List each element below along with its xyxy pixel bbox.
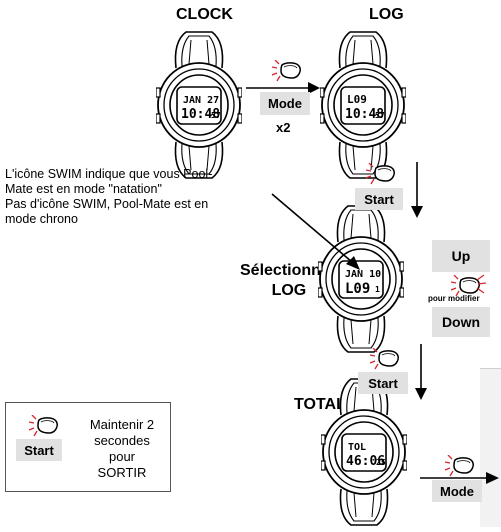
- watch-clock: JAN 27 10:48 57: [156, 30, 242, 180]
- legend-start-button[interactable]: Start: [16, 439, 62, 461]
- log-lcd-line1: L09: [347, 93, 367, 106]
- select-lcd-line1: JAN 10: [345, 269, 381, 280]
- select-log-title: Sélectionnez LOG: [240, 262, 338, 299]
- arrow-clock-to-log: [246, 82, 320, 94]
- swim-note-line3: Pas d'icône SWIM, Pool-Mate est en: [5, 197, 209, 211]
- arrow-totals-right: [420, 472, 499, 484]
- watch-select: JAN 10 L09 1: [318, 204, 404, 354]
- totals-lcd-line1: TOL: [348, 442, 366, 453]
- clock-lcd-line1: JAN 27: [183, 95, 219, 106]
- swim-note-line2: Mate est en mode "natation": [5, 182, 162, 196]
- log-lcd-seconds: 57: [375, 111, 385, 120]
- select-lcd-line2: L09: [345, 281, 370, 297]
- totals-lcd-line2: 46:06: [346, 454, 385, 469]
- press-icon-legend: [29, 415, 59, 437]
- mode-button-end[interactable]: Mode: [432, 480, 482, 502]
- mode-button[interactable]: Mode: [260, 92, 310, 115]
- legend-box: Start Maintenir 2 secondes pour SORTIR: [5, 402, 171, 492]
- return-loop-bracket: [480, 368, 501, 527]
- press-icon-start-1: [366, 163, 396, 185]
- log-title: LOG: [369, 6, 404, 23]
- legend-text: Maintenir 2 secondes pour SORTIR: [89, 417, 155, 480]
- clock-lcd-seconds: 57: [211, 111, 221, 120]
- watch-log: L09 10:48 57: [320, 30, 406, 180]
- swim-note-line1: L'icône SWIM indique que vous Pool-: [5, 167, 213, 181]
- watch-totals: TOL 46:06 25: [321, 377, 407, 527]
- down-button[interactable]: Down: [432, 307, 490, 337]
- start-button-1[interactable]: Start: [355, 188, 403, 210]
- mode-count: x2: [276, 120, 291, 135]
- arrow-log-down: [411, 162, 423, 218]
- select-lcd-seconds: 1: [375, 285, 380, 294]
- modify-label: pour modifier: [428, 294, 480, 303]
- swim-note-line4: mode chrono: [5, 212, 78, 226]
- up-button[interactable]: Up: [432, 240, 490, 272]
- press-icon-start-2: [370, 348, 400, 370]
- start-button-2[interactable]: Start: [358, 372, 408, 394]
- clock-lcd-line2: 10:48: [181, 107, 220, 122]
- clock-title: CLOCK: [176, 6, 233, 23]
- log-lcd-line2: 10:48: [345, 107, 384, 122]
- press-rays-right: [476, 274, 487, 294]
- totals-lcd-seconds: 25: [376, 458, 386, 467]
- swim-note: L'icône SWIM indique que vous Pool- Mate…: [5, 167, 295, 227]
- arrow-select-down: [415, 344, 427, 400]
- arrow-note-to-watch: [271, 193, 360, 270]
